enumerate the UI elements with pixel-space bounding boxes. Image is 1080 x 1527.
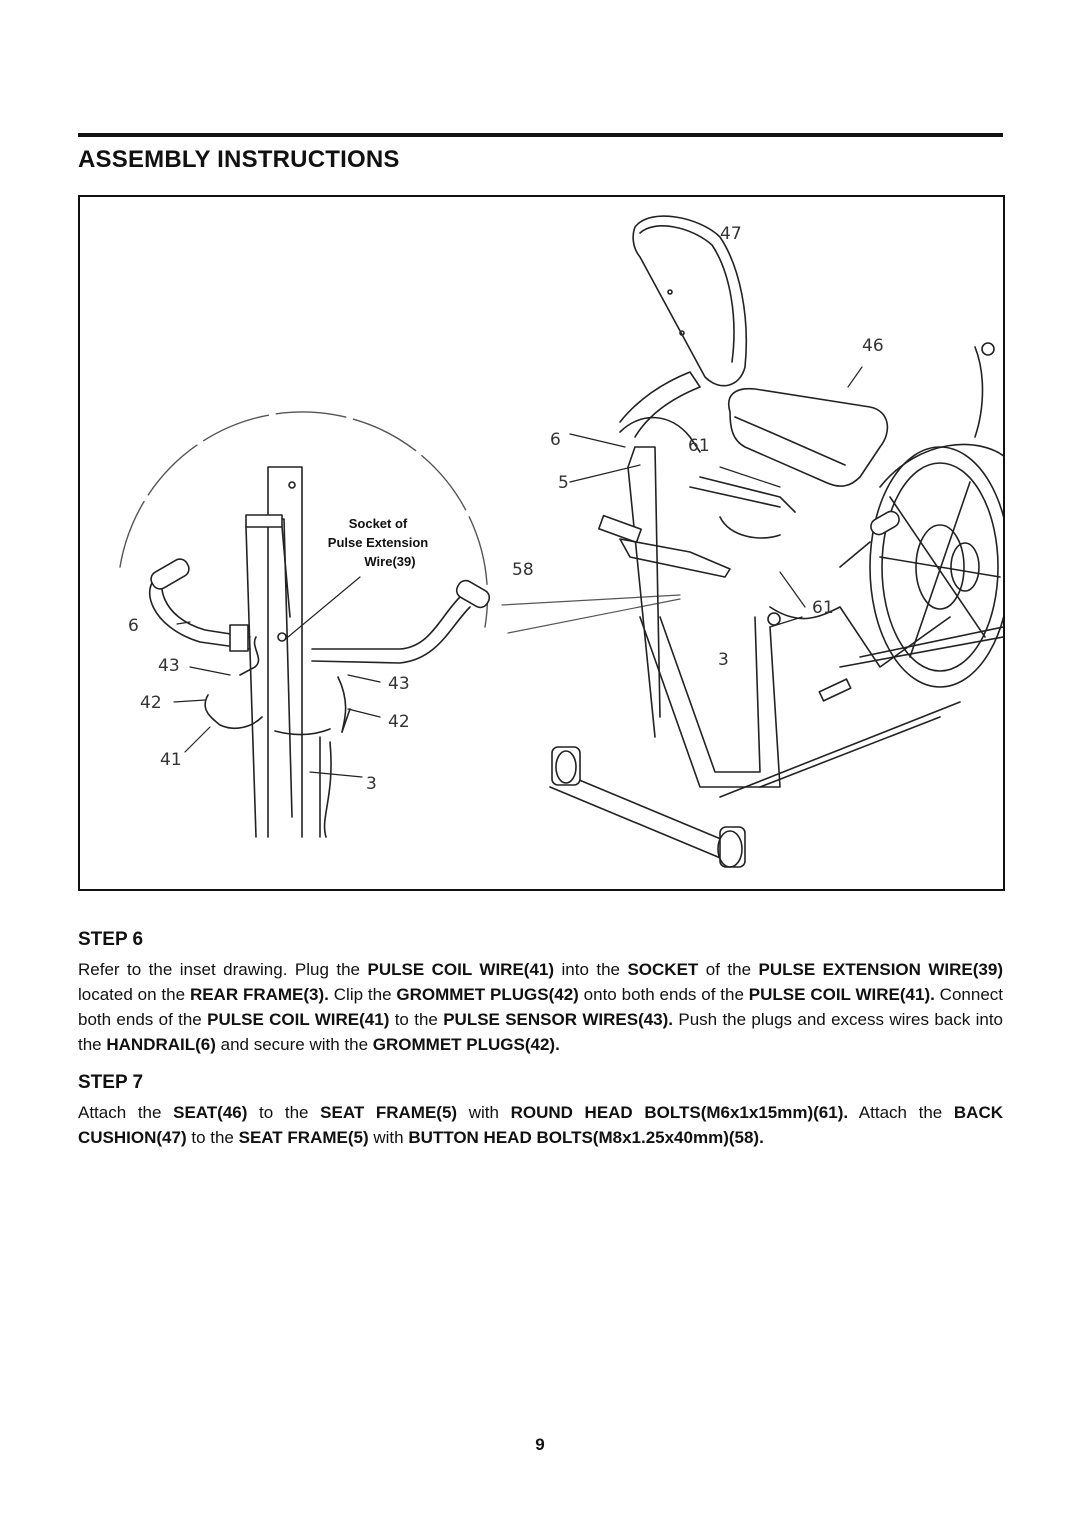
rear-frame [549, 606, 961, 868]
part-reference: SOCKET [627, 960, 699, 979]
callout-inset-grommet-left: 42 [140, 693, 162, 713]
socket-note-line-2: Pulse Extension [328, 535, 428, 550]
callout-button-head-bolt: 58 [512, 560, 534, 580]
top-rule [78, 133, 1003, 137]
instruction-text: Connect both ends of the [78, 985, 1004, 1029]
callout-inset-pulse-coil-wire: 41 [160, 750, 182, 770]
callout-rear-frame: 3 [718, 650, 729, 670]
callout-round-head-bolt-top: 61 [688, 436, 710, 456]
callout-inset-sensor-wire-right: 43 [388, 674, 410, 694]
step-7-heading: STEP 7 [78, 1072, 144, 1093]
callout-inset-rear-frame: 3 [366, 774, 377, 794]
page-title: ASSEMBLY INSTRUCTIONS [78, 146, 400, 173]
socket-note-line-3: Wire(39) [364, 554, 415, 569]
instruction-text: Attach the [78, 1103, 174, 1122]
instruction-text: with [457, 1103, 511, 1122]
inset-wires [204, 636, 351, 736]
instruction-text: to the [247, 1103, 321, 1122]
callout-back-cushion: 47 [720, 224, 742, 244]
instruction-text: Attach the [848, 1103, 954, 1122]
instruction-text: with [368, 1128, 409, 1147]
instruction-text: and secure with the [215, 1035, 373, 1054]
instruction-text: onto both ends of the [578, 985, 749, 1004]
callout-seat-frame: 5 [558, 473, 569, 493]
part-reference: GROMMET PLUGS(42) [396, 985, 579, 1004]
callout-round-head-bolt-right: 61 [812, 598, 834, 618]
seat-cushion [728, 387, 889, 487]
instruction-text: to the [186, 1128, 239, 1147]
part-reference: REAR FRAME(3). [189, 985, 329, 1004]
instruction-text: to the [389, 1010, 444, 1029]
step-7-instructions: Attach the SEAT(46) to the SEAT FRAME(5)… [78, 1100, 1003, 1150]
inset-circle [119, 411, 489, 628]
part-reference: PULSE SENSOR WIRES(43). [443, 1010, 674, 1029]
callout-handrail: 6 [550, 430, 561, 450]
page-number: 9 [535, 1435, 545, 1454]
instruction-text: of the [698, 960, 759, 979]
part-reference: HANDRAIL(6) [106, 1035, 216, 1054]
handlebar-post [619, 342, 995, 438]
callout-inset-grommet-right: 42 [388, 712, 410, 732]
part-reference: SEAT FRAME(5) [320, 1103, 458, 1122]
instruction-text: located on the [78, 985, 190, 1004]
part-reference: PULSE COIL WIRE(41) [367, 960, 555, 979]
instruction-text: Push the plugs and excess wires back int… [78, 1010, 1003, 1054]
part-reference: GROMMET PLUGS(42). [372, 1035, 560, 1054]
inset-leader [501, 594, 681, 606]
fan-wheel [839, 443, 1003, 688]
callout-inset-sensor-wire-left: 43 [158, 656, 180, 676]
part-reference: BACK CUSHION(47) [78, 1103, 1003, 1147]
leader-lines [173, 366, 863, 778]
callout-seat: 46 [862, 336, 884, 356]
part-reference: SEAT FRAME(5) [238, 1128, 369, 1147]
inset-leader [507, 598, 681, 634]
instruction-text: Clip the [328, 985, 397, 1004]
seat-frame [598, 416, 796, 738]
part-reference: PULSE EXTENSION WIRE(39) [758, 960, 1003, 979]
assembly-figure: 47 46 6 61 5 58 61 3 6 43 43 42 42 41 3 … [78, 195, 1005, 891]
exploded-view-drawing: 47 46 6 61 5 58 61 3 6 43 43 42 42 41 3 … [119, 215, 1003, 868]
step-6-heading: STEP 6 [78, 929, 144, 950]
part-reference: SEAT(46) [173, 1103, 248, 1122]
socket-note-line-1: Socket of [349, 516, 408, 531]
callout-inset-handrail: 6 [128, 616, 139, 636]
step-6: STEP 6 Refer to the inset drawing. Plug … [78, 929, 1003, 1057]
instruction-text: into the [554, 960, 628, 979]
part-reference: PULSE COIL WIRE(41) [207, 1010, 390, 1029]
step-6-instructions: Refer to the inset drawing. Plug the PUL… [78, 957, 1003, 1057]
part-reference: PULSE COIL WIRE(41). [748, 985, 935, 1004]
part-reference: BUTTON HEAD BOLTS(M8x1.25x40mm)(58). [408, 1128, 764, 1147]
step-7: STEP 7 Attach the SEAT(46) to the SEAT F… [78, 1072, 1003, 1150]
part-reference: ROUND HEAD BOLTS(M6x1x15mm)(61). [510, 1103, 849, 1122]
back-cushion [632, 215, 748, 387]
inset-handrail [148, 558, 491, 664]
instruction-text: Refer to the inset drawing. Plug the [78, 960, 368, 979]
inset-rear-frame [245, 466, 332, 838]
